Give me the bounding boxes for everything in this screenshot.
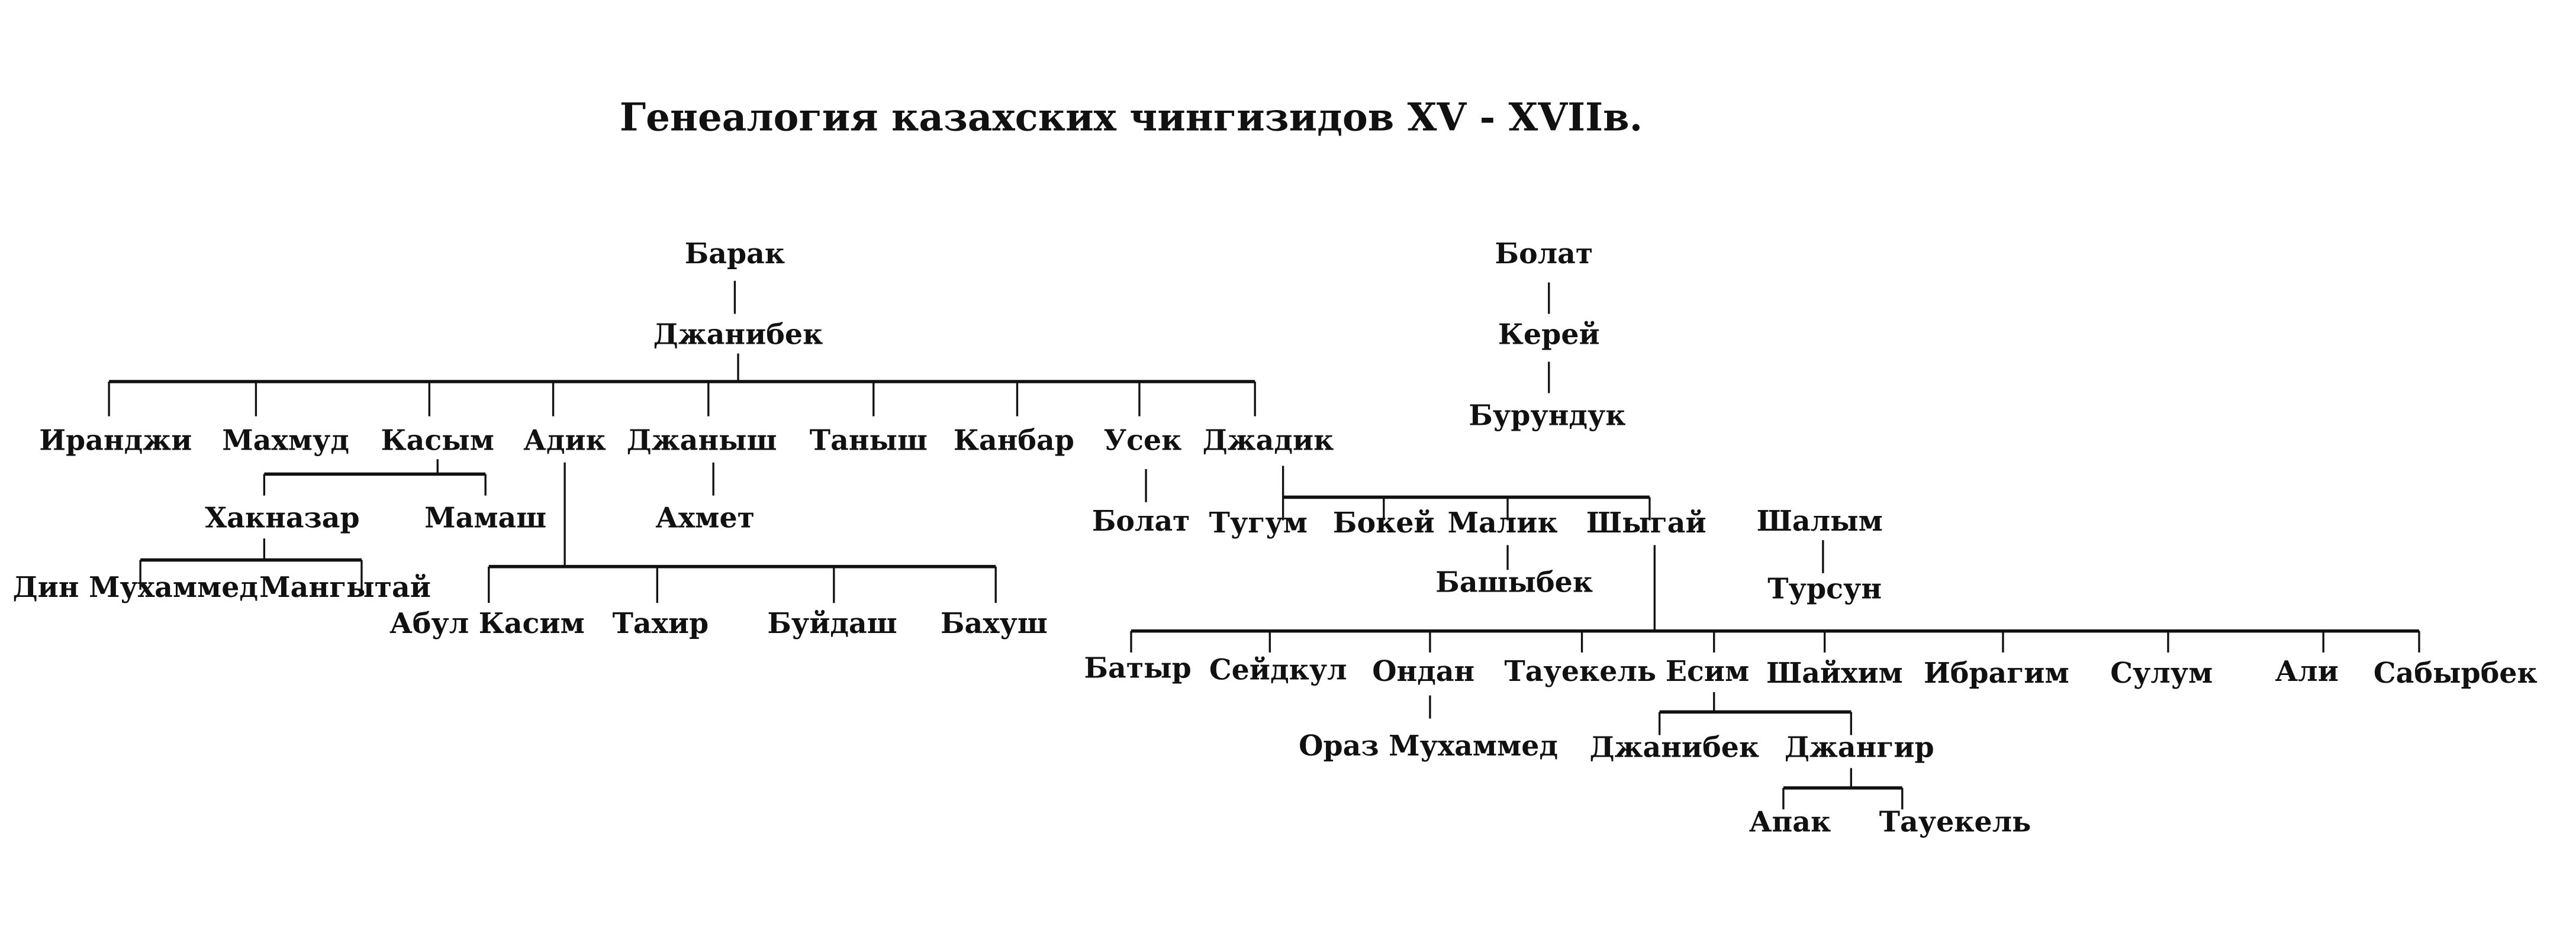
person-node: Есим [1666, 655, 1749, 688]
person-node: Касым [381, 424, 494, 457]
person-node: Шыгай [1586, 506, 1706, 540]
person-node: Шайхим [1766, 657, 1903, 690]
person-node: Абул Касим [389, 607, 585, 640]
person-node: Апак [1749, 805, 1831, 838]
person-node: Ибрагим [1924, 657, 2069, 690]
person-node: Ораз Мухаммед [1299, 729, 1558, 763]
person-node: Буйдаш [767, 607, 897, 640]
person-node: Малик [1448, 506, 1558, 540]
person-node: Джадик [1203, 424, 1334, 457]
person-node: Башыбек [1435, 566, 1593, 599]
person-node: Тауекель [1505, 655, 1657, 688]
person-node: Болат [1495, 237, 1593, 270]
person-node: Сейдкул [1209, 653, 1347, 686]
person-node: Ондан [1372, 655, 1474, 688]
page-title: Генеалогия казахских чингизидов XV - XVI… [620, 95, 1643, 140]
person-node: Керей [1498, 318, 1600, 351]
person-node: Шалым [1757, 505, 1883, 538]
person-node: Тауекель [1879, 805, 2031, 838]
person-node: Сабырбек [2374, 657, 2538, 690]
person-node: Бахуш [941, 607, 1048, 640]
person-node: Таныш [810, 424, 928, 457]
person-node: Джанибек [653, 318, 823, 351]
person-node: Батыр [1084, 652, 1191, 685]
person-node: Бокей [1333, 506, 1435, 540]
person-node: Джанибек [1589, 731, 1759, 764]
person-node: Турсун [1767, 573, 1882, 606]
connectors [108, 280, 2420, 810]
person-node: Али [2275, 655, 2339, 688]
person-node: Болат [1092, 505, 1190, 538]
person-node: Мамаш [424, 502, 546, 535]
person-node: Ахмет [655, 502, 755, 535]
person-node: Махмуд [222, 424, 349, 457]
person-node: Дин Мухаммед [12, 571, 258, 604]
person-node: Мангытай [259, 571, 431, 604]
person-node: Тахир [613, 607, 709, 640]
person-node: Джангир [1785, 731, 1934, 764]
person-node: Хакназар [205, 502, 359, 535]
person-node: Адик [523, 424, 606, 457]
person-node: Иранджи [39, 424, 192, 457]
person-node: Сулум [2110, 657, 2213, 690]
person-node: Бурундук [1469, 399, 1625, 432]
person-node: Тугум [1209, 506, 1308, 540]
person-nodes: Барак Джанибек Иранджи Махмуд Касым Адик… [12, 237, 2537, 839]
person-node: Усек [1104, 424, 1182, 457]
person-node: Джаныш [627, 424, 777, 457]
person-node: Канбар [954, 424, 1074, 457]
person-node: Барак [685, 237, 785, 270]
